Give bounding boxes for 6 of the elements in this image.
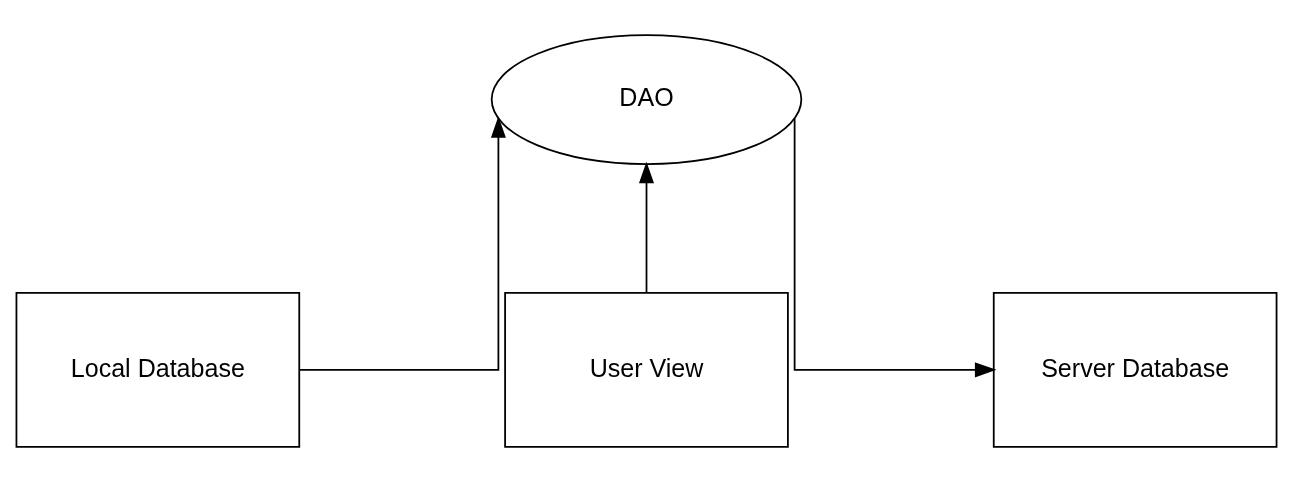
node-box: Local Database [15,292,301,448]
arrow [793,118,997,378]
node-box: Server Database [992,292,1278,448]
arrow [638,161,655,294]
arrow [298,116,506,371]
node-box: User View [504,292,789,448]
